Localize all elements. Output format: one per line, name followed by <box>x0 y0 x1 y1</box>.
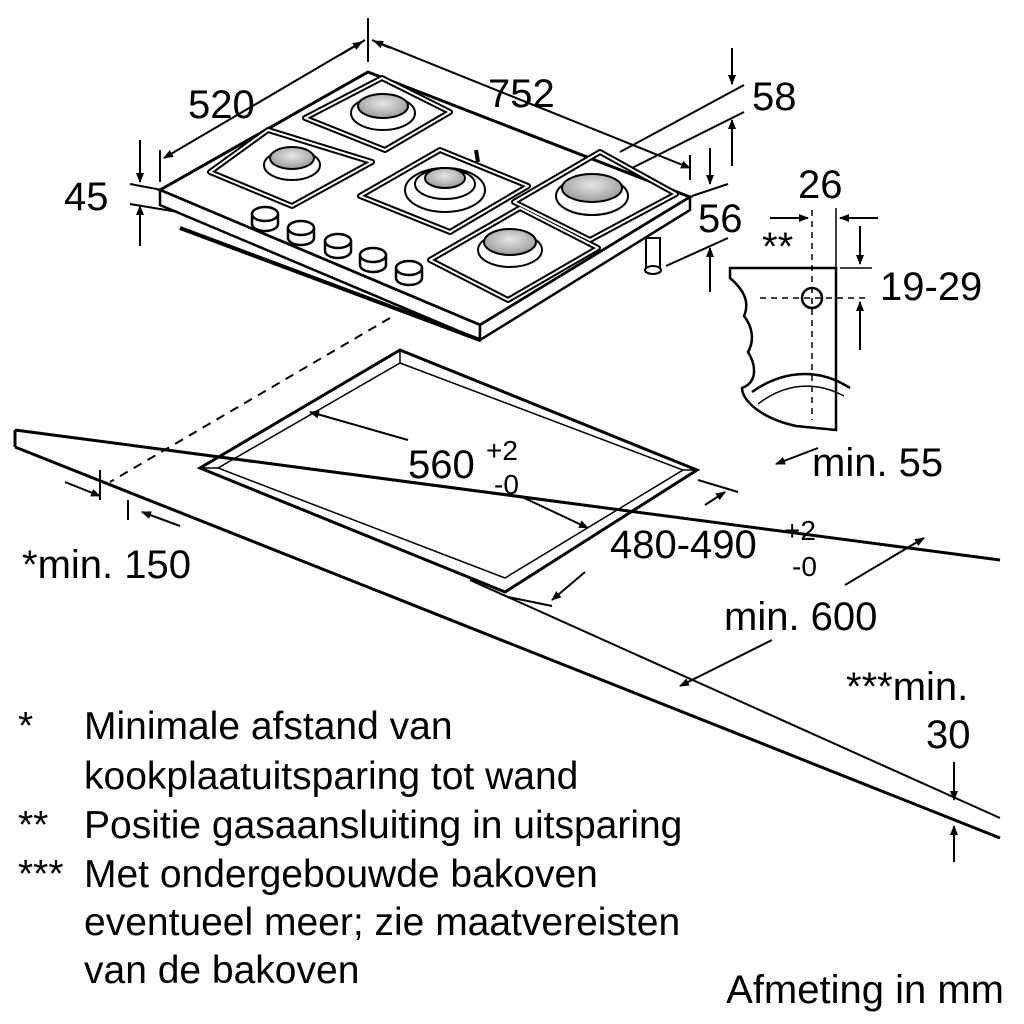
footnote-mark: *** <box>18 853 64 896</box>
dim-min-wall: *min. 150 <box>22 543 191 587</box>
dim-min-rear: min. 55 <box>812 441 943 485</box>
knob-2 <box>286 219 316 247</box>
footnote-text: eventueel meer; zie maatvereisten <box>84 901 681 944</box>
dim-hob-height: 45 <box>64 175 109 219</box>
footnote-3: *** Met ondergebouwde bakoven <box>18 852 598 898</box>
dim-bracket-width: 26 <box>798 163 843 207</box>
dim-rear-offset: 56 <box>698 197 743 241</box>
burner-wok <box>404 167 486 213</box>
dim-cutout-depth-tol-minus: -0 <box>792 551 817 582</box>
footnote-text: kookplaatuitsparing tot wand <box>84 755 579 798</box>
control-knobs <box>250 205 424 287</box>
dim-gas-marker: ** <box>762 225 793 269</box>
burner-front-right <box>477 228 543 268</box>
footnote-3-cont2: van de bakoven <box>18 948 359 994</box>
dim-min-oven-label: ***min. <box>846 665 968 709</box>
unit-caption: Afmeting in mm <box>726 968 1004 1012</box>
countertop <box>13 428 1001 840</box>
dim-gas-height: 19-29 <box>880 265 982 309</box>
footnote-2: ** Positie gasaansluiting in uitsparing <box>18 803 682 849</box>
footnote-text: van de bakoven <box>84 949 360 992</box>
footnote-mark: ** <box>18 804 49 847</box>
burner-left <box>263 146 321 181</box>
burner-rear-left <box>350 93 416 131</box>
burners <box>263 93 629 268</box>
footnote-text: Positie gasaansluiting in uitsparing <box>84 804 683 847</box>
dim-front-offset: 58 <box>752 75 797 119</box>
footnote-3-cont: eventueel meer; zie maatvereisten <box>18 900 680 946</box>
dim-min-counter: min. 600 <box>724 595 877 639</box>
footnote-1-cont: kookplaatuitsparing tot wand <box>18 754 578 800</box>
knob-1 <box>250 205 280 233</box>
knob-4 <box>358 246 388 274</box>
dim-min-oven-value: 30 <box>926 713 971 757</box>
dim-cutout-depth: 480-490 <box>610 523 757 567</box>
dim-cutout-width-tol-minus: -0 <box>494 469 519 500</box>
dim-hob-width: 752 <box>488 72 555 116</box>
knob-3 <box>323 232 353 260</box>
dim-cutout-width: 560 <box>408 443 475 487</box>
dim-hob-depth: 520 <box>188 83 255 127</box>
dim-cutout-depth-tol-plus: +2 <box>784 515 816 546</box>
footnote-1: * Minimale afstand van <box>18 704 453 750</box>
footnote-text: Met ondergebouwde bakoven <box>84 853 598 896</box>
knob-5 <box>394 259 424 287</box>
gas-connection-detail <box>728 208 878 432</box>
dim-cutout-width-tol-plus: +2 <box>486 435 518 466</box>
dimension-labels: 520 752 58 45 56 26 ** 19-29 560 +2 -0 4… <box>22 72 982 757</box>
projection-line <box>109 317 391 483</box>
burner-right <box>555 173 629 216</box>
footnote-text: Minimale afstand van <box>84 705 453 748</box>
hob <box>156 70 694 343</box>
footnote-mark: * <box>18 705 34 748</box>
dimension-lines <box>64 18 958 862</box>
cutout <box>196 348 701 594</box>
